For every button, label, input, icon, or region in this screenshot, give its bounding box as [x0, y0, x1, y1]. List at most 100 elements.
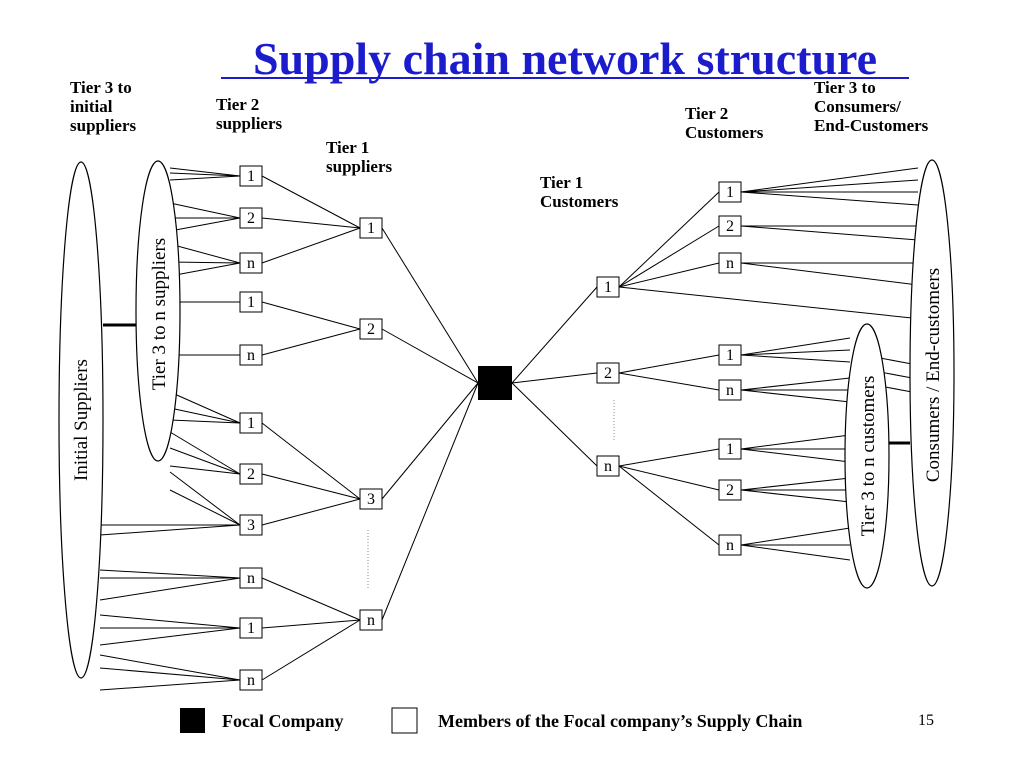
tier1-suppliers-node: n [359, 609, 383, 631]
focal-company-node [478, 366, 512, 400]
edge-tier2-to-consumer [740, 179, 919, 193]
node-label: 1 [247, 168, 255, 185]
edge-tier2-to-tier3-customer [740, 349, 851, 356]
edge-tier2-to-tier3-customer [740, 544, 851, 561]
node-box [596, 276, 620, 298]
legend-focal-swatch [180, 708, 205, 733]
edge-tier2-to-tier1-supplier [261, 498, 361, 526]
node-box [359, 318, 383, 340]
edge-tier2-to-tier1-supplier [261, 217, 361, 229]
tier1-customers-node: 1 [596, 276, 620, 298]
node-box [239, 252, 263, 274]
node-label: 2 [726, 218, 734, 235]
edge-tier2-to-tier3-supplier [169, 167, 241, 177]
edge-tier1-to-tier2-customer [618, 448, 720, 467]
initial-suppliers-label: Initial Suppliers [71, 359, 92, 481]
node-label: 2 [367, 321, 375, 338]
tier1-customers-node: 2 [596, 362, 620, 384]
edge-tier1-to-tier2-customer [618, 354, 720, 374]
legend-focal-label: Focal Company [222, 711, 344, 731]
edge-tier2-to-tier3-customer [740, 337, 851, 356]
node-box [596, 455, 620, 477]
node-label: 2 [726, 482, 734, 499]
edge-tier2-to-tier3-supplier [169, 471, 241, 526]
node-box [239, 291, 263, 313]
tier2-suppliers-node: 1 [239, 617, 263, 639]
tier2-suppliers-node: n [239, 669, 263, 691]
edge-tier2-to-tier3-supplier [169, 465, 241, 475]
edge-tier2-to-tier1-supplier [261, 619, 361, 681]
edge-tier2-to-tier1-supplier [261, 328, 361, 356]
node-box [239, 165, 263, 187]
tier3-n-customers-label: Tier 3 to n customers [858, 376, 879, 537]
edge-tier2-to-tier3-customer [740, 389, 851, 403]
edge-tier2-to-tier3-customer [740, 448, 851, 463]
edge-tier2-to-tier3-customer [740, 489, 851, 503]
node-box [718, 181, 742, 203]
edge-tier2-to-initial-supplier [99, 524, 241, 536]
edge-tier2-to-initial-supplier [99, 577, 241, 601]
edge-tier1-supplier-to-focal [381, 382, 479, 621]
tier2-suppliers-node: n [239, 252, 263, 274]
edge-focal-to-tier1-customer [511, 372, 598, 384]
edge-tier2-to-tier3-supplier [169, 172, 241, 177]
tier2-customers-node: n [718, 534, 742, 556]
node-box [239, 617, 263, 639]
edge-tier2-to-initial-supplier [99, 614, 241, 629]
edge-tier1-to-tier2-customer [618, 372, 720, 391]
edge-focal-to-tier1-customer [511, 382, 598, 467]
edge-tier3-customer-to-consumer [879, 371, 913, 379]
node-box [239, 567, 263, 589]
edge-tier1-to-tier2-customer [618, 465, 720, 491]
edge-tier2-to-tier3-supplier [169, 217, 241, 232]
tier2-customers-node: 1 [718, 181, 742, 203]
tier2-customers-node: 1 [718, 438, 742, 460]
edge-tier2-to-initial-supplier [99, 627, 241, 646]
tier1-suppliers-node: 1 [359, 217, 383, 239]
edge-tier2-to-consumer [740, 225, 919, 241]
node-box [718, 344, 742, 366]
edge-tier2-to-tier3-customer [740, 354, 851, 363]
node-label: 1 [726, 184, 734, 201]
edge-tier2-to-tier3-supplier [169, 447, 241, 475]
edge-tier1-to-tier2-customer [618, 191, 720, 288]
tier2-suppliers-node: 3 [239, 514, 263, 536]
edge-tier2-to-tier1-supplier [261, 577, 361, 621]
node-box [239, 344, 263, 366]
tier2-suppliers-node: n [239, 344, 263, 366]
node-label: n [247, 347, 255, 364]
edge-tier2-to-consumer [740, 167, 919, 193]
edge-tier1-supplier-to-focal [381, 328, 479, 384]
tier2-suppliers-node: 2 [239, 207, 263, 229]
tier1-suppliers-node: 2 [359, 318, 383, 340]
tier2-customers-node: n [718, 252, 742, 274]
node-label: 2 [247, 210, 255, 227]
node-box [239, 514, 263, 536]
edge-tier2-to-tier1-supplier [261, 175, 361, 229]
edge-tier1-to-tier2-customer [618, 225, 720, 288]
edge-tier2-to-tier1-supplier [261, 422, 361, 500]
node-label: n [247, 570, 255, 587]
label-tier1-customers: Tier 1 Customers [540, 173, 619, 211]
node-box [718, 438, 742, 460]
network-edges [99, 167, 919, 691]
node-box [359, 217, 383, 239]
edge-tier2-to-tier3-supplier [169, 431, 241, 475]
node-box [718, 479, 742, 501]
tier2-suppliers-node: n [239, 567, 263, 589]
edge-focal-to-tier1-customer [511, 286, 598, 384]
node-label: 3 [247, 517, 255, 534]
tier2-suppliers-node: 1 [239, 412, 263, 434]
node-label: n [726, 382, 734, 399]
edge-tier2-to-tier3-supplier [169, 419, 241, 424]
edge-tier2-to-consumer [740, 262, 919, 286]
node-label: 1 [247, 294, 255, 311]
tier2-customers-node: n [718, 379, 742, 401]
tier2-customers-node: 2 [718, 215, 742, 237]
tier1-suppliers-node: 3 [359, 488, 383, 510]
edge-tier2-to-initial-supplier [99, 667, 241, 681]
tier2-suppliers-node: 2 [239, 463, 263, 485]
edge-tier2-to-tier3-customer [740, 377, 851, 391]
